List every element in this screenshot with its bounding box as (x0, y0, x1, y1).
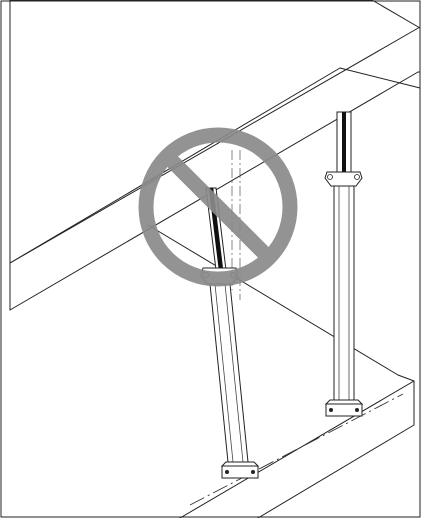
left-prop-base-top (220, 461, 260, 467)
upper-slab-right-top-edge (339, 67, 421, 89)
underside-rear-edge (147, 224, 399, 376)
lower-slab-axis-line (189, 393, 404, 506)
right-prop (324, 111, 364, 417)
right-prop-base-top (324, 399, 364, 405)
prohibition-ring (138, 127, 298, 287)
left-prop-lower-tube-line-2 (224, 283, 244, 463)
left-prop-lower-tube-line (214, 283, 234, 463)
prohibition-icon (138, 127, 298, 287)
lower-slab-corner (397, 374, 415, 382)
left-prop-bolt (225, 470, 229, 474)
prohibition-slash (162, 151, 274, 263)
right-prop-collar-pin-2 (354, 174, 360, 180)
right-prop-collar (324, 171, 363, 187)
right-prop-lower-tube (333, 185, 355, 401)
left-prop-bolt-2 (251, 470, 255, 474)
upper-slab-right-side (417, 27, 421, 73)
lower-slab (179, 374, 415, 518)
lower-slab-outline (179, 380, 415, 518)
upper-slab-back-right-edge (371, 0, 421, 29)
right-prop-bolt-2 (355, 408, 359, 412)
right-prop-collar-pin (327, 174, 333, 180)
upper-slab-front-top-edge (9, 26, 421, 264)
right-prop-bolt (329, 408, 333, 412)
